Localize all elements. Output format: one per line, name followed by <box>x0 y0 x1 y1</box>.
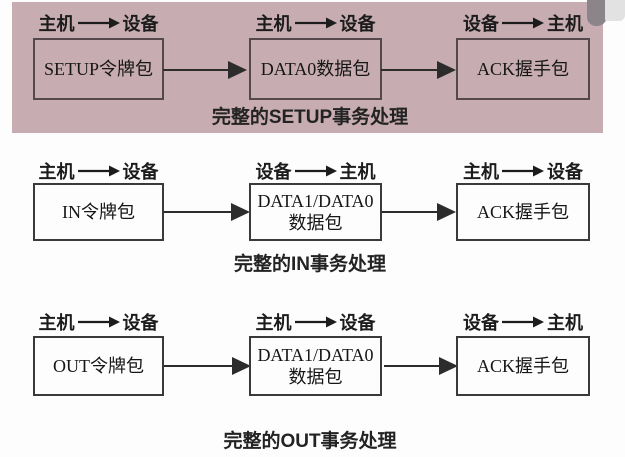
long-right-arrow-icon <box>502 165 544 177</box>
flow-arrow-shaft <box>382 211 438 213</box>
direction-to: 主机 <box>547 313 583 333</box>
arrowhead-icon <box>232 357 251 375</box>
long-right-arrow-icon <box>77 316 120 328</box>
direction-label-device-to-host: 设备 主机 <box>249 159 382 183</box>
flow-arrow-shaft <box>164 365 233 367</box>
out-token-packet-box: OUT令牌包 <box>33 336 164 396</box>
direction-label-device-to-host: 设备 主机 <box>456 11 590 35</box>
direction-to: 设备 <box>122 162 159 182</box>
direction-to: 主机 <box>339 162 376 182</box>
flow-arrow-shaft <box>381 69 438 71</box>
long-right-arrow-icon <box>294 165 337 177</box>
in-transaction-caption: 完整的IN事务处理 <box>233 254 386 275</box>
direction-from: 主机 <box>38 313 75 333</box>
data0-data-packet-box: DATA0数据包 <box>249 38 382 100</box>
arrowhead-icon <box>231 203 250 221</box>
direction-from: 设备 <box>255 162 292 182</box>
long-right-arrow-icon <box>502 316 544 328</box>
ack-handshake-packet-box: ACK握手包 <box>456 336 590 396</box>
flow-arrow-shaft <box>164 211 232 213</box>
long-right-arrow-icon <box>77 165 120 177</box>
direction-to: 设备 <box>122 14 159 34</box>
direction-to: 设备 <box>339 313 376 333</box>
direction-label-device-to-host: 设备 主机 <box>456 310 590 334</box>
long-right-arrow-icon <box>294 316 337 328</box>
direction-from: 主机 <box>255 313 292 333</box>
ack-handshake-packet-box: ACK握手包 <box>456 38 590 100</box>
direction-to: 设备 <box>339 14 376 34</box>
arrowhead-icon <box>228 61 247 79</box>
direction-label-host-to-device: 主机 设备 <box>33 159 164 183</box>
direction-from: 主机 <box>38 162 75 182</box>
data1-data0-packet-box: DATA1/DATA0 数据包 <box>249 336 382 396</box>
ack-handshake-packet-box: ACK握手包 <box>456 183 590 241</box>
direction-label-host-to-device: 主机 设备 <box>33 11 164 35</box>
arrowhead-icon <box>439 357 458 375</box>
setup-transaction-caption: 完整的SETUP事务处理 <box>211 107 409 128</box>
direction-label-host-to-device: 主机 设备 <box>249 310 382 334</box>
flow-arrow-shaft <box>163 69 229 71</box>
direction-label-host-to-device: 主机 设备 <box>249 11 382 35</box>
data1-data0-packet-box: DATA1/DATA0 数据包 <box>249 183 382 241</box>
flow-arrow-shaft <box>384 365 440 367</box>
arrowhead-icon <box>437 61 456 79</box>
arrowhead-icon <box>437 203 456 221</box>
direction-label-host-to-device: 主机 设备 <box>33 310 164 334</box>
long-right-arrow-icon <box>502 17 544 29</box>
direction-from: 设备 <box>463 313 499 333</box>
direction-from: 主机 <box>255 14 292 34</box>
direction-to: 主机 <box>547 14 583 34</box>
direction-from: 主机 <box>463 162 499 182</box>
out-transaction-caption: 完整的OUT事务处理 <box>223 431 397 452</box>
direction-to: 设备 <box>547 162 583 182</box>
setup-token-packet-box: SETUP令牌包 <box>33 38 164 100</box>
direction-label-host-to-device: 主机 设备 <box>456 159 590 183</box>
direction-from: 主机 <box>38 14 75 34</box>
corner-artifact-light <box>605 0 625 21</box>
in-token-packet-box: IN令牌包 <box>33 183 164 241</box>
direction-from: 设备 <box>463 14 499 34</box>
corner-artifact-dark <box>587 0 607 26</box>
long-right-arrow-icon <box>294 17 337 29</box>
direction-to: 设备 <box>122 313 159 333</box>
long-right-arrow-icon <box>77 17 120 29</box>
